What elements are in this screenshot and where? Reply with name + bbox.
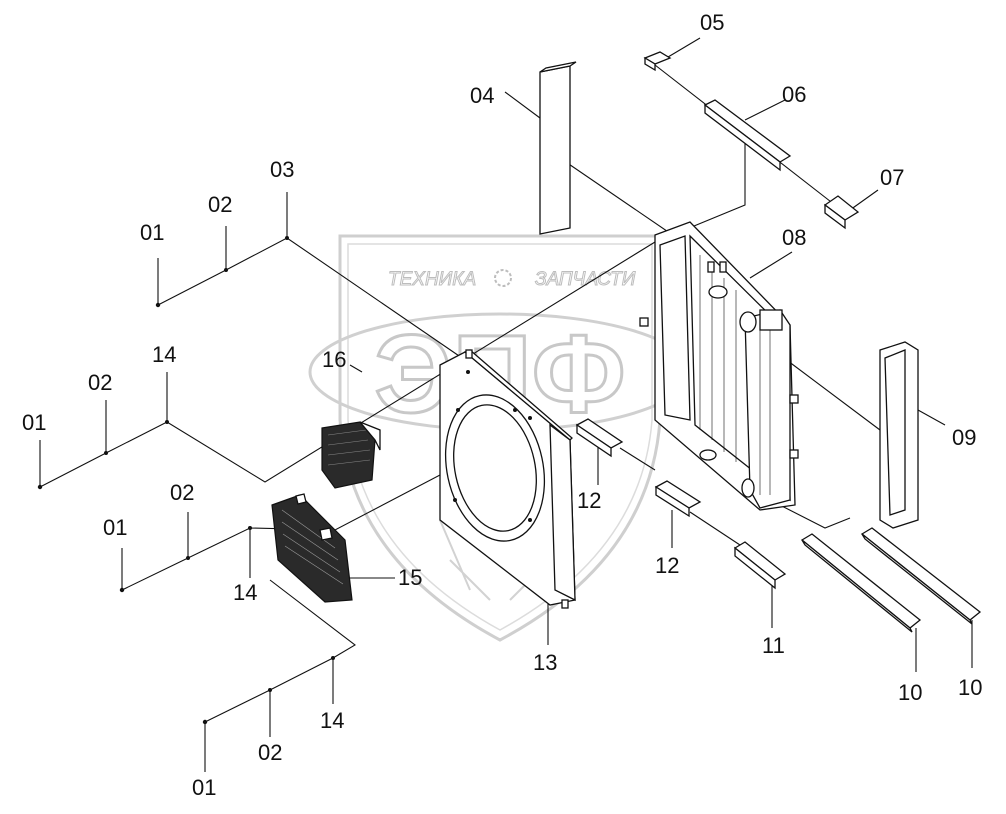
callout-14-bottom: 14 [320,708,344,733]
part-07-bracket [823,195,860,230]
callout-10-right: 10 [958,675,982,700]
part-10-strips [800,527,982,633]
callout-08: 08 [782,225,806,250]
callout-16: 16 [322,347,346,372]
callout-04: 04 [470,83,494,108]
callout-12-upper: 12 [577,488,601,513]
callout-09: 09 [952,425,976,450]
watermark-brand-left: ТЕХНИКА [388,269,476,290]
watermark-shield-inner [347,243,653,631]
callout-05: 05 [700,10,724,35]
callout-01-mid: 01 [22,410,46,435]
callout-12-lower: 12 [655,553,679,578]
part-04-vertical-seal [539,61,577,235]
part-11-bar [733,541,787,590]
watermark-shield [338,234,662,642]
part-13-fan-shroud [439,349,576,609]
gear-icon [494,269,512,287]
callout-14-mid: 14 [152,342,176,367]
part-09-frame-gasket [879,341,919,529]
part-15-grille-cover [271,493,353,603]
part-05-block-side [644,56,656,72]
callout-10-left: 10 [898,680,922,705]
callout-labels: 01 02 03 04 05 06 07 08 09 01 02 14 16 0… [22,10,982,800]
callout-03: 03 [270,157,294,182]
callout-07: 07 [880,165,904,190]
watermark-brand-right: ЗАПЧАСТИ [535,269,636,290]
callout-11: 11 [762,633,785,658]
callout-02-low: 02 [170,480,194,505]
callout-01-top: 01 [140,220,164,245]
callout-02-bottom: 02 [258,740,282,765]
callout-06: 06 [782,82,806,107]
part-08-radiator [639,221,799,511]
part-16-cover-plate [321,421,381,489]
callout-02-mid: 02 [88,370,112,395]
part-06-seal-strip [703,99,792,172]
callout-14-low: 14 [233,580,257,605]
callout-02-top: 02 [208,192,232,217]
callout-01-bottom: 01 [192,775,216,800]
callout-01-low: 01 [103,515,127,540]
callout-15: 15 [398,565,422,590]
part-12-blocks [575,418,702,518]
callout-13: 13 [533,650,557,675]
fastener-points [37,236,335,725]
